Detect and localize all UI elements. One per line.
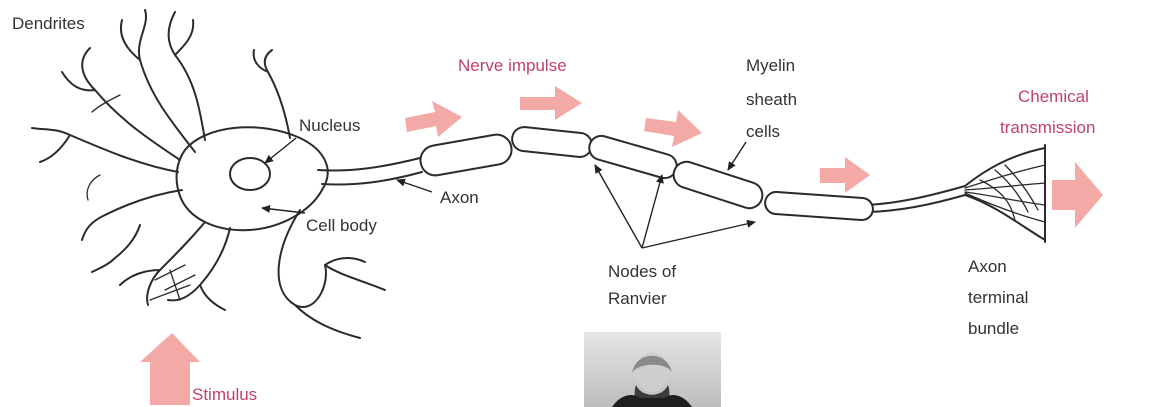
label-cell-body: Cell body [306, 216, 377, 235]
label-dendrites: Dendrites [12, 14, 85, 33]
impulse-arrow-4 [820, 157, 870, 193]
label-myelin-line-3: cells [746, 122, 780, 141]
label-axon-terminal-line-1: Axon [968, 257, 1007, 276]
impulse-arrow-3 [644, 110, 702, 147]
label-nucleus: Nucleus [299, 116, 360, 135]
cell-body [177, 127, 328, 230]
label-myelin-line-2: sheath [746, 90, 797, 109]
label-chemical-line-2: transmission [1000, 118, 1095, 137]
label-myelin-line-1: Myelin [746, 56, 795, 75]
chemical-transmission-arrow [1052, 162, 1103, 228]
lower-dendrites [92, 222, 230, 310]
label-axon: Axon [440, 188, 479, 207]
label-stimulus: Stimulus [192, 385, 257, 404]
stimulus-arrow [140, 333, 200, 405]
axon-terminal-bundle [965, 145, 1045, 242]
nucleus [230, 158, 270, 190]
label-chemical-line-1: Chemical [1018, 87, 1089, 106]
label-nodes-line-2: Ranvier [608, 289, 667, 308]
label-axon-terminal-line-3: bundle [968, 319, 1019, 338]
impulse-arrow-2 [520, 86, 582, 120]
myelin-sheath-cells [418, 126, 874, 221]
impulse-arrow-1 [405, 101, 462, 137]
portrait-photo [584, 332, 721, 407]
label-nerve-impulse: Nerve impulse [458, 56, 567, 75]
dendrites [32, 10, 290, 240]
label-nodes-line-1: Nodes of [608, 262, 676, 281]
label-axon-terminal-line-2: terminal [968, 288, 1028, 307]
